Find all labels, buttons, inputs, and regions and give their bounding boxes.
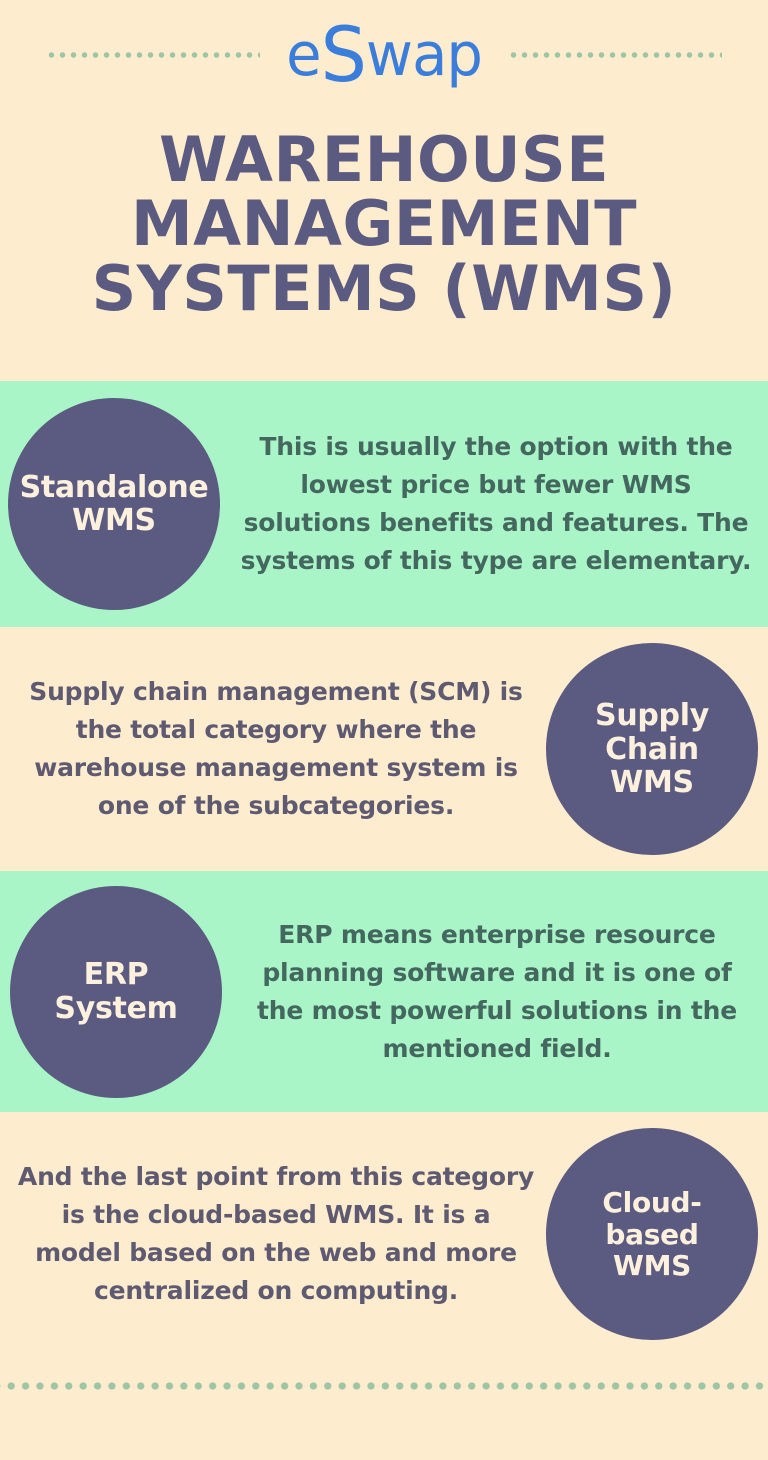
badge-label-line-2: based xyxy=(605,1217,699,1251)
page-footer xyxy=(0,1374,768,1399)
logo-prefix: e xyxy=(286,19,321,90)
badge-label-line-3: WMS xyxy=(610,765,694,801)
section-supply-chain-wms: Supply chain management (SCM) is the tot… xyxy=(0,627,768,872)
dotted-line-icon-left xyxy=(45,52,260,58)
page-title-line-3: SYSTEMS (WMS) xyxy=(91,251,677,325)
section-body-erp-system: ERP means enterprise resource planning s… xyxy=(256,919,738,1063)
page-title: WAREHOUSE MANAGEMENT SYSTEMS (WMS) xyxy=(0,110,768,382)
eswap-logo[interactable]: eSwap xyxy=(286,16,483,92)
dotted-line-icon-footer xyxy=(0,1381,768,1392)
badge-label-line-2: Chain xyxy=(605,731,699,767)
page-title-line-1: WAREHOUSE xyxy=(158,123,610,196)
dotted-line-icon-right xyxy=(508,52,723,58)
section-body-standalone-wms: This is usually the option with the lowe… xyxy=(240,432,752,576)
page-header: eSwap xyxy=(0,0,768,110)
badge-label-line-1: Standalone xyxy=(19,469,209,505)
page-title-line-2: MANAGEMENT xyxy=(130,187,638,261)
badge-label-line-1: Supply xyxy=(595,698,709,734)
badge-label-line-2: WMS xyxy=(72,503,156,539)
section-cloud-based-wms: And the last point from this category is… xyxy=(0,1112,768,1375)
section-body-cloud-based-wms: And the last point from this category is… xyxy=(17,1162,535,1306)
logo-capital-s: S xyxy=(320,9,367,99)
section-body-supply-chain-wms: Supply chain management (SCM) is the tot… xyxy=(29,677,523,821)
footer-spacer xyxy=(0,1398,768,1421)
badge-label-line-1: ERP xyxy=(83,957,149,993)
logo-suffix: wap xyxy=(365,19,483,90)
badge-label-line-3: WMS xyxy=(612,1249,691,1283)
badge-label-line-1: Cloud- xyxy=(602,1186,702,1220)
badge-label-line-2: System xyxy=(54,990,178,1026)
